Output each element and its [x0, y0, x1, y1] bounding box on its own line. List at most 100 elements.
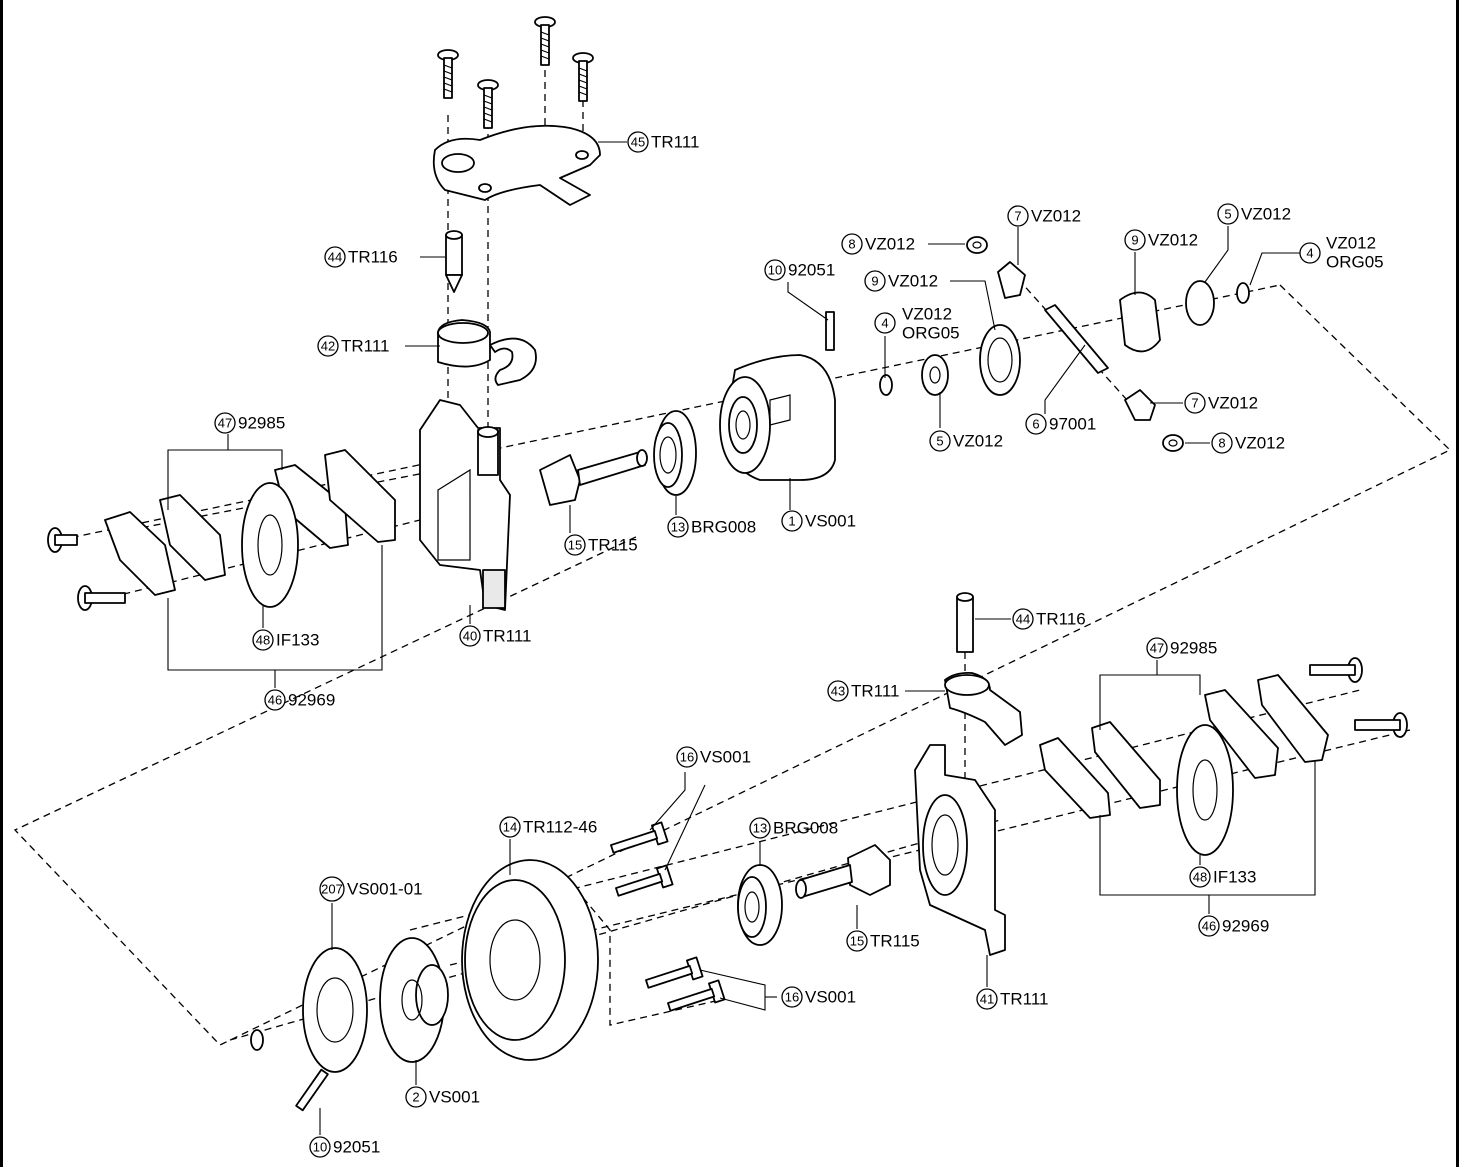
- svg-text:43: 43: [831, 684, 845, 699]
- svg-text:VZ012: VZ012: [953, 432, 1003, 451]
- svg-text:9: 9: [1131, 233, 1138, 248]
- callout-2: 2 VS001: [405, 1086, 480, 1108]
- caster-plates-left: [47, 449, 396, 611]
- callout-40: 40 TR111: [459, 625, 532, 647]
- callout-46-right: 46 92969: [1198, 915, 1269, 937]
- callout-4-inner: 4 VZ012 ORG05: [874, 305, 960, 343]
- callout-43: 43 TR111: [827, 680, 900, 702]
- svg-text:97001: 97001: [1049, 415, 1096, 434]
- svg-text:VS001: VS001: [805, 512, 856, 531]
- callout-7-top: 7 VZ012: [1007, 205, 1081, 227]
- callout-9-left: 9 VZ012: [864, 270, 938, 292]
- svg-text:TR115: TR115: [588, 536, 638, 555]
- svg-text:7: 7: [1191, 396, 1198, 411]
- svg-text:VZ012: VZ012: [1326, 234, 1376, 253]
- diff-case-part: [719, 354, 836, 481]
- callout-41: 41 TR111: [976, 988, 1049, 1010]
- svg-text:8: 8: [848, 237, 855, 252]
- svg-text:92051: 92051: [788, 261, 835, 280]
- diff-gear-internals: [879, 236, 1250, 452]
- callout-7-bottom: 7 VZ012: [1184, 392, 1258, 414]
- svg-text:VZ012: VZ012: [1241, 205, 1291, 224]
- callout-15-top: 15 TR115: [564, 534, 638, 556]
- svg-text:207: 207: [321, 882, 343, 897]
- svg-text:13: 13: [753, 821, 767, 836]
- svg-text:9: 9: [871, 274, 878, 289]
- callout-1: 1 VS001: [781, 510, 856, 532]
- svg-text:14: 14: [503, 820, 517, 835]
- callout-44-bottom: 44 TR116: [1012, 608, 1086, 630]
- svg-text:VS001: VS001: [805, 988, 856, 1007]
- svg-text:46: 46: [1202, 919, 1216, 934]
- svg-text:TR111: TR111: [651, 133, 700, 152]
- pin-part-10-top: [825, 311, 835, 351]
- svg-text:48: 48: [1193, 870, 1207, 885]
- svg-text:7: 7: [1014, 209, 1021, 224]
- svg-text:VZ012: VZ012: [1208, 394, 1258, 413]
- svg-text:10: 10: [313, 1140, 327, 1155]
- svg-text:6: 6: [1032, 417, 1039, 432]
- svg-text:47: 47: [1150, 641, 1164, 656]
- svg-text:10: 10: [768, 263, 782, 278]
- svg-text:BRG008: BRG008: [773, 819, 838, 838]
- callout-16-bottom: 16 VS001: [781, 986, 856, 1008]
- callout-5-right: 5 VZ012: [1217, 203, 1291, 225]
- svg-text:1: 1: [788, 514, 795, 529]
- callout-44-top: 44 TR116: [324, 246, 398, 268]
- svg-text:ORG05: ORG05: [1326, 253, 1384, 272]
- svg-text:VZ012: VZ012: [865, 235, 915, 254]
- svg-text:45: 45: [631, 135, 645, 150]
- svg-text:41: 41: [980, 992, 994, 1007]
- callout-13-top: 13 BRG008: [667, 516, 756, 538]
- svg-text:VS001: VS001: [700, 748, 751, 767]
- svg-text:VS001-01: VS001-01: [347, 880, 423, 899]
- svg-text:92051: 92051: [333, 1138, 380, 1157]
- callout-45: 45 TR111: [627, 131, 700, 153]
- callout-47-left: 47 92985: [214, 412, 285, 434]
- svg-text:TR111: TR111: [483, 627, 532, 646]
- svg-text:5: 5: [936, 434, 943, 449]
- callout-13-bottom: 13 BRG008: [749, 817, 838, 839]
- svg-text:VZ012: VZ012: [902, 305, 952, 324]
- callout-leaders: [167, 141, 1316, 1135]
- callout-42: 42 TR111: [317, 335, 390, 357]
- svg-text:13: 13: [671, 520, 685, 535]
- svg-text:92985: 92985: [1170, 639, 1217, 658]
- callout-48-left: 48 IF133: [252, 629, 319, 651]
- svg-text:IF133: IF133: [1213, 868, 1256, 887]
- svg-text:15: 15: [568, 538, 582, 553]
- svg-text:4: 4: [881, 316, 888, 331]
- upright-part-top: [419, 399, 511, 611]
- top-brace-part: [432, 124, 601, 206]
- svg-text:IF133: IF133: [276, 631, 319, 650]
- svg-text:92969: 92969: [1222, 917, 1269, 936]
- svg-text:16: 16: [785, 990, 799, 1005]
- svg-text:VS001: VS001: [429, 1088, 480, 1107]
- axle-part-top: [539, 449, 648, 506]
- callout-15-bottom: 15 TR115: [846, 930, 920, 952]
- steering-arm-part-top: [437, 319, 537, 386]
- callout-9-right: 9 VZ012: [1124, 229, 1198, 251]
- svg-text:5: 5: [1224, 207, 1231, 222]
- svg-text:47: 47: [218, 416, 232, 431]
- svg-text:ORG05: ORG05: [902, 324, 960, 343]
- svg-text:48: 48: [256, 633, 270, 648]
- callout-8-top: 8 VZ012: [841, 233, 915, 255]
- svg-text:8: 8: [1218, 436, 1225, 451]
- svg-text:TR112-46: TR112-46: [523, 818, 597, 837]
- svg-text:VZ012: VZ012: [1235, 434, 1285, 453]
- svg-text:TR111: TR111: [341, 337, 390, 356]
- svg-text:BRG008: BRG008: [691, 518, 756, 537]
- callout-10-top: 10 92051: [764, 259, 835, 281]
- callout-48-right: 48 IF133: [1189, 866, 1256, 888]
- svg-text:46: 46: [268, 693, 282, 708]
- svg-text:TR116: TR116: [348, 248, 398, 267]
- lower-assembly-parts: [250, 592, 1408, 1112]
- svg-text:92969: 92969: [288, 691, 335, 710]
- svg-text:VZ012: VZ012: [1148, 231, 1198, 250]
- screw-parts-top: [437, 16, 594, 129]
- svg-text:44: 44: [328, 250, 342, 265]
- svg-text:TR111: TR111: [1000, 990, 1049, 1009]
- svg-text:VZ012: VZ012: [888, 272, 938, 291]
